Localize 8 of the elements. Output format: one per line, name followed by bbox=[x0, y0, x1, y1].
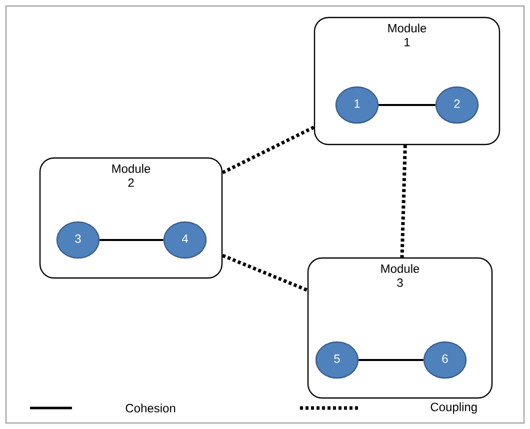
legend-label: Cohesion bbox=[126, 404, 176, 412]
coupling-line bbox=[222, 254, 308, 292]
cohesion-line bbox=[378, 104, 436, 106]
cohesion-line bbox=[100, 239, 164, 241]
cohesion-line bbox=[358, 359, 424, 361]
legend-label: Coupling bbox=[430, 402, 477, 414]
coupling-line bbox=[400, 145, 407, 258]
coupling-line bbox=[222, 126, 315, 174]
